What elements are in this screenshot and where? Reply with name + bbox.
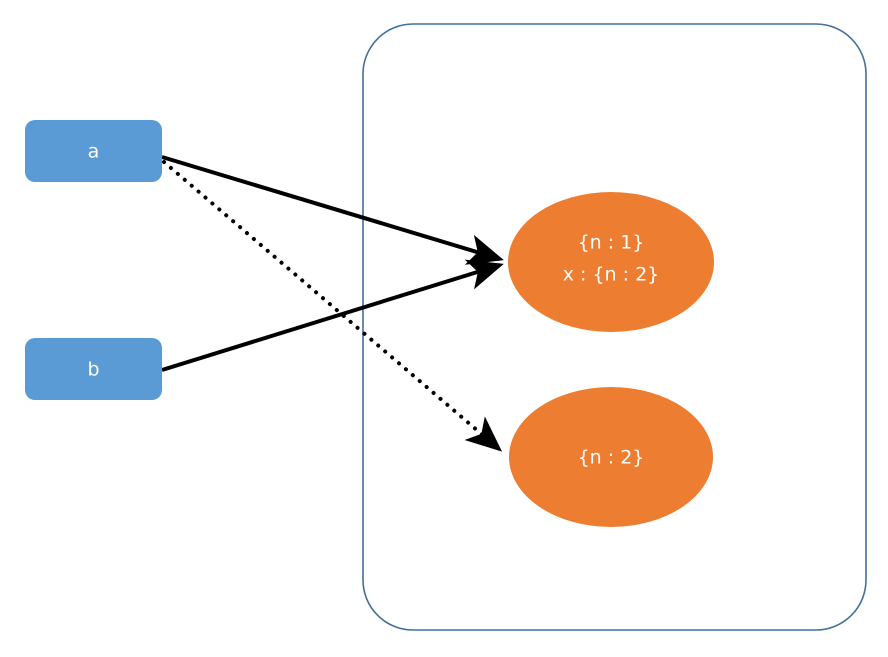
ellipse-top-line-1: x : {n : 2} [563, 264, 660, 286]
heap-container [362, 23, 867, 631]
box-b-label: b [87, 359, 99, 381]
edge-a-to-ellipse-top [161, 155, 504, 265]
box-b-shape [25, 338, 162, 400]
edge-a-to-ellipse-bottom [162, 160, 503, 452]
ellipse-bottom-shape [509, 387, 713, 527]
ellipse-bottom-line-0: {n : 2} [578, 447, 645, 469]
box-a-shape [25, 120, 162, 182]
variable-box-a: a [25, 120, 162, 182]
ellipse-node-top: {n : 1} x : {n : 2} [508, 192, 714, 332]
ellipse-top-shape [508, 192, 714, 332]
box-a-label: a [88, 141, 100, 163]
ellipse-node-bottom: {n : 2} [509, 387, 713, 527]
edge-b-to-ellipse-top [161, 259, 504, 372]
ellipse-top-line-0: {n : 1} [578, 232, 645, 254]
variable-box-b: b [25, 338, 162, 400]
